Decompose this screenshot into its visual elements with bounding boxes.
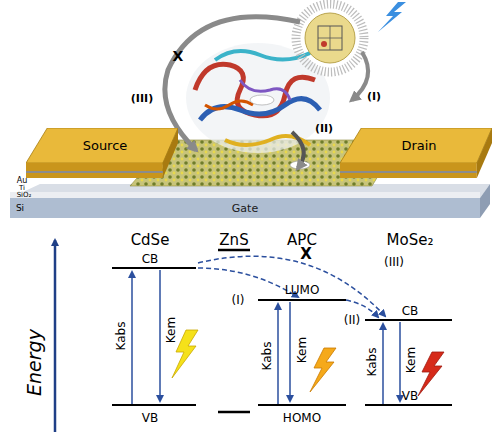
process-number: (II) — [315, 123, 333, 134]
band-name: CB — [402, 305, 419, 317]
node-label: Drain — [346, 139, 492, 152]
axis-label: Energy — [24, 329, 43, 396]
material-name: APC — [287, 233, 317, 248]
energy-level — [258, 404, 346, 406]
absorption-arrow — [131, 272, 133, 404]
process-number: (III) — [131, 93, 153, 104]
material-name: CdSe — [131, 233, 170, 248]
material-name: ZnS — [219, 233, 248, 248]
emission-arrow — [159, 270, 161, 401]
gold-pad-top — [26, 128, 178, 163]
band-name: VB — [402, 390, 418, 402]
rate-constant: Kem — [405, 347, 417, 373]
layer-name: Ti — [19, 185, 25, 192]
layer-name: SiO₂ — [17, 192, 32, 199]
rate-constant: Kabs — [261, 342, 273, 371]
helix-ribbon — [195, 64, 315, 116]
energy-level — [365, 319, 452, 321]
energy-level — [258, 299, 346, 301]
helix-ribbon — [205, 101, 253, 109]
rate-constant: Kem — [296, 337, 308, 363]
quantum-dot — [296, 4, 364, 72]
energy-axis — [54, 240, 57, 432]
process-number: (I) — [367, 91, 381, 102]
emission-bolt — [310, 348, 336, 392]
process-number: (I) — [232, 294, 245, 306]
energy-level — [112, 404, 196, 406]
qd-atom — [321, 41, 327, 47]
apc-protein — [186, 43, 330, 169]
energy-level — [218, 249, 250, 252]
rate-constant: Kabs — [366, 348, 378, 377]
layer-name: Si — [16, 204, 24, 213]
absorption-arrow — [382, 324, 384, 404]
gold-pad-front — [340, 163, 477, 178]
node-label: Source — [32, 139, 178, 152]
emission-bolt — [418, 352, 444, 396]
drain-electrode: Drain — [340, 128, 492, 178]
transfer-arrow — [352, 52, 368, 100]
energy-level — [365, 404, 452, 406]
process-number: (II) — [344, 314, 360, 326]
transfer-arrow — [292, 132, 304, 168]
energy-level — [218, 411, 250, 414]
chromophore — [250, 95, 274, 105]
blocked-transfer-arrow — [165, 17, 300, 150]
source-electrode: Source — [26, 128, 178, 178]
node-label: Gate — [10, 203, 480, 214]
qd-core — [305, 13, 355, 63]
node-shape — [340, 128, 492, 178]
band-name: CB — [142, 253, 159, 265]
gold-pad-front — [26, 163, 163, 178]
band-name: LUMO — [285, 284, 320, 296]
rate-constant: Kabs — [115, 322, 127, 351]
gold-pad-top — [340, 128, 492, 163]
gate-substrate: Gate — [10, 198, 480, 218]
blocked-mark: X — [173, 49, 184, 63]
rate-constant: Kem — [165, 317, 177, 343]
emission-arrow — [399, 322, 401, 401]
node-shape — [26, 128, 178, 178]
band-name: HOMO — [283, 412, 321, 424]
gold-pad-side — [163, 128, 178, 178]
band-name: VB — [142, 412, 158, 424]
qd-lattice — [318, 26, 342, 50]
transfer-path — [198, 268, 298, 297]
ti-layer — [26, 171, 163, 173]
gold-pad-side — [477, 128, 492, 178]
ti-layer — [340, 171, 477, 173]
absorption-arrow — [277, 304, 279, 404]
material-name: MoSe₂ — [387, 233, 434, 248]
energy-level — [112, 267, 196, 269]
emission-arrow — [289, 302, 291, 401]
sio2-layer — [10, 192, 480, 198]
process-number: (III) — [384, 256, 404, 268]
si-side — [480, 184, 490, 218]
light-bolt — [378, 2, 406, 32]
blocked-transfer-path — [198, 256, 385, 316]
qd-lattice — [330, 26, 331, 50]
si-layer — [10, 198, 480, 218]
ligand-shell — [296, 4, 364, 72]
blocked-mark: X — [300, 247, 312, 262]
